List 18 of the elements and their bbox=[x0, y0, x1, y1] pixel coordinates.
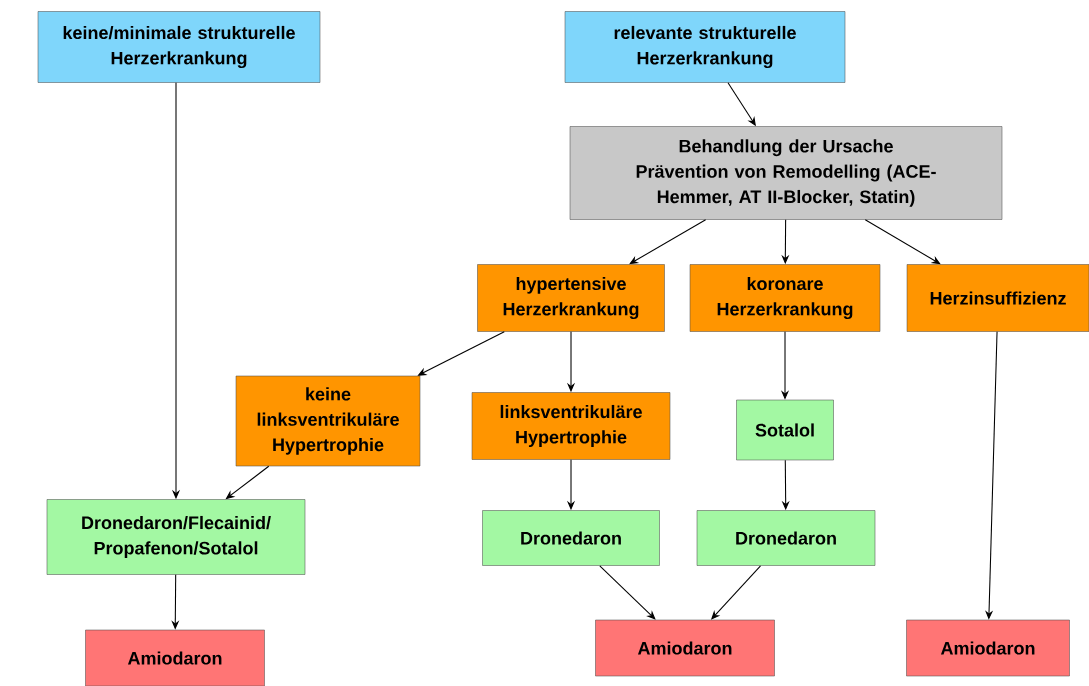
disease-box: Herzinsuffizienz bbox=[906, 264, 1089, 332]
disease-box: hypertensive Herzerkrankung bbox=[477, 264, 665, 332]
disease-box: linksventrikuläre Hypertrophie bbox=[471, 392, 671, 460]
disease-box: keine linksventrikuläre Hypertrophie bbox=[235, 375, 421, 467]
drug-box: Amiodaron bbox=[595, 619, 775, 677]
disease-box: koronare Herzerkrankung bbox=[689, 264, 881, 332]
drug-box: Amiodaron bbox=[85, 629, 265, 686]
condition-box: keine/minimale strukturelle Herzerkrankung bbox=[37, 11, 321, 83]
arrow bbox=[629, 219, 707, 265]
drug-box: Dronedaron bbox=[482, 510, 660, 566]
condition-box: relevante strukturelle Herzerkrankung bbox=[564, 11, 846, 83]
drug-box: Amiodaron bbox=[906, 619, 1070, 677]
arrow bbox=[599, 565, 656, 620]
arrow bbox=[864, 219, 941, 265]
drug-box: Dronedaron bbox=[696, 510, 876, 566]
treatment-box: Behandlung der Ursache Prävention von Remodelling (ACE-Hemmer, AT II-Blocker, Statin) bbox=[569, 126, 1003, 220]
drug-box: Sotalol bbox=[736, 399, 834, 461]
drug-box: Dronedaron/Flecainid/ Propafenon/Sotalol bbox=[46, 499, 306, 575]
